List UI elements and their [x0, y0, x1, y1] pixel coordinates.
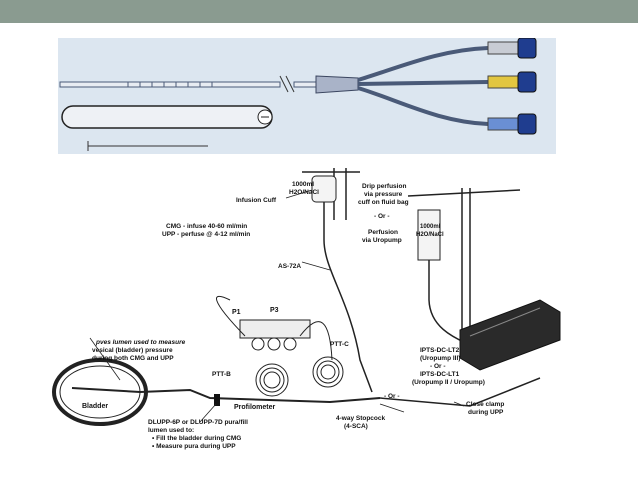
as72a-label: AS-72A — [278, 263, 301, 270]
drip-perfusion-label-2: via pressure — [364, 191, 403, 198]
close-clamp-label-2: during UPP — [468, 409, 504, 416]
close-clamp-label-1: Close clamp — [466, 401, 504, 408]
catheter-photo — [58, 38, 556, 154]
ipts-label-4: IPTS-DC-LT1 — [420, 371, 460, 378]
ptt-b-label: PTT-B — [212, 371, 231, 378]
dlupp-label-2: lumen used to: — [148, 427, 194, 434]
or-label-2: - Or - — [384, 393, 400, 400]
profilometer-label: Profilometer — [234, 404, 276, 411]
ipts-label-3: - Or - — [430, 363, 446, 370]
perfusion-label-1: Perfusion — [368, 229, 398, 236]
stopcock-label-2: (4-SCA) — [344, 423, 368, 430]
ipts-label-5: (Uropump II / Uropump) — [412, 379, 485, 386]
pves-label-3: during both CMG and UPP — [92, 355, 174, 362]
infusion-cuff-label: Infusion Cuff — [236, 197, 277, 204]
ipts-label-2: (Uropump III) — [420, 355, 460, 362]
cmg-label: CMG - infuse 40-60 ml/min — [166, 223, 247, 230]
perfusion-label-2: via Uropump — [362, 237, 402, 244]
drip-perfusion-label-1: Drip perfusion — [362, 183, 406, 190]
p1-label: P1 — [232, 309, 241, 316]
p3-label: P3 — [270, 307, 279, 314]
slide-header-bar — [0, 0, 638, 23]
dlupp-bullet-1: • Fill the bladder during CMG — [152, 435, 241, 442]
ptt-c-label: PTT-C — [330, 341, 349, 348]
upp-label: UPP - perfuse @ 4-12 ml/min — [162, 231, 250, 238]
pves-label-1: pves lumen used to measure — [95, 339, 186, 346]
or-label-1: - Or - — [374, 213, 390, 220]
bag-left-label-1: 1000ml — [292, 181, 314, 188]
drip-perfusion-label-3: cuff on fluid bag — [358, 199, 409, 206]
stopcock-label-1: 4-way Stopcock — [336, 415, 386, 422]
dlupp-label-1: DLUPP-6P or DLUPP-7D pura/fill — [148, 419, 248, 426]
ipts-label-1: IPTS-DC-LT2 — [420, 347, 460, 354]
pves-label-2: vesical (bladder) pressure — [92, 347, 173, 354]
bladder-label: Bladder — [82, 403, 108, 410]
bag-left-label-2: H2O/NaCl — [289, 189, 319, 196]
bag-right-label-2: H2O/NaCl — [416, 232, 444, 238]
dlupp-bullet-2: • Measure pura during UPP — [152, 443, 236, 450]
bag-right-label-1: 1000ml — [420, 224, 441, 230]
